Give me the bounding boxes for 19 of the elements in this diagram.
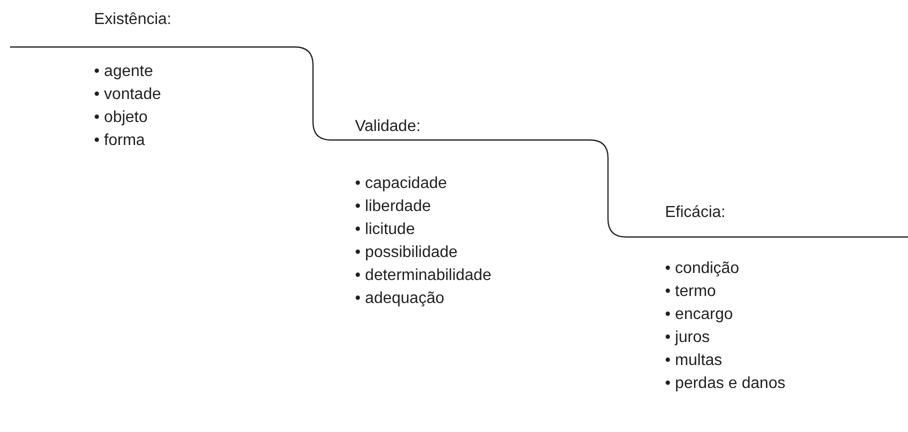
list-item: • liberdade — [355, 197, 432, 217]
list-item: • agente — [94, 62, 154, 82]
section-heading: Eficácia: — [665, 203, 726, 223]
list-item: • condição — [665, 259, 740, 279]
list-item: • capacidade — [355, 174, 448, 194]
list-item: • adequação — [355, 289, 446, 309]
list-item: • possibilidade — [355, 243, 459, 263]
list-item: • termo — [665, 282, 717, 302]
section-heading: Validade: — [355, 117, 421, 137]
section-heading: Existência: — [94, 10, 172, 30]
list-item: • vontade — [94, 85, 161, 105]
list-item: • juros — [665, 328, 711, 348]
list-item: • objeto — [94, 108, 149, 128]
list-item: • multas — [665, 351, 724, 371]
list-item: • encargo — [665, 305, 734, 325]
list-item: • licitude — [355, 220, 416, 240]
list-item: • determinabilidade — [355, 266, 492, 286]
list-item: • forma — [94, 131, 146, 151]
list-item: • perdas e danos — [665, 374, 786, 394]
